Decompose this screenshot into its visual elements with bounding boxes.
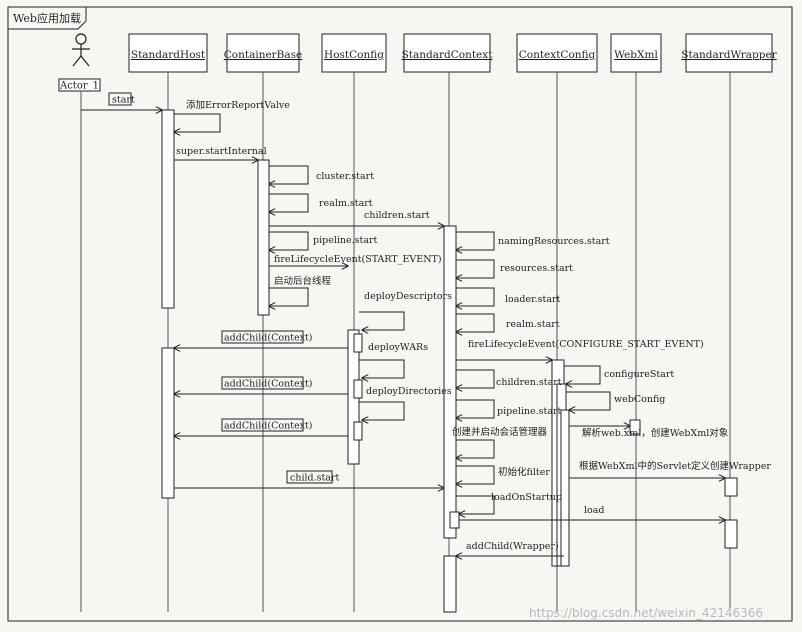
activation-standardwrapper-1 <box>724 477 738 497</box>
message-label-configure-start: configureStart <box>604 369 674 380</box>
message-label-add-errorreportvalve: 添加ErrorReportValve <box>186 100 290 111</box>
actor-label: Actor_1 <box>59 81 99 92</box>
activation-hostconfig-nested-1 <box>353 333 363 353</box>
message-arrow-context-pipeline-start <box>456 399 495 418</box>
message-arrow-add-errorreportvalve <box>174 113 221 132</box>
message-arrow-load-on-startup <box>456 495 495 514</box>
message-label-create-session-manager: 创建并启动会话管理器 <box>452 426 548 438</box>
message-label-children-start: children.start <box>364 210 430 221</box>
participant-standardhost: StandardHost <box>128 33 208 612</box>
actor-figure-icon <box>72 33 90 67</box>
activation-containerbase <box>257 159 270 316</box>
participant-label-standardcontext: StandardContext <box>402 49 494 61</box>
message-label-init-filter: 初始化filter <box>498 466 550 478</box>
message-label-create-wrapper: 根据WebXml中的Servlet定义创建Wrapper <box>579 460 771 472</box>
activation-standardcontext-2 <box>443 555 457 613</box>
message-label-add-child-wrapper: addChild(Wrapper) <box>466 541 559 552</box>
activation-standardcontext-1 <box>443 225 457 539</box>
activation-hostconfig-nested-3 <box>353 421 363 441</box>
message-label-context-realm-start: realm.start <box>506 319 560 330</box>
message-label-context-children-start: children.start <box>496 377 562 388</box>
message-label-context-pipeline-start: pipeline.start <box>497 406 562 417</box>
activation-contextconfig-nested-2 <box>560 409 570 567</box>
message-arrow-deploy-descriptors <box>359 311 405 330</box>
message-label-deploy-directories: deployDirectories <box>366 386 452 397</box>
participant-hostconfig: HostConfig <box>321 33 387 612</box>
message-label-add-child-context-3: addChild(Context) <box>224 421 313 432</box>
message-label-load-on-startup: loadOnStartup <box>491 492 562 503</box>
message-arrow-loader-start <box>456 287 495 306</box>
message-arrow-create-session-manager <box>456 439 495 458</box>
message-arrow-start-background-thread <box>269 287 309 306</box>
message-arrow-cluster-start <box>269 165 309 184</box>
message-label-load: load <box>584 505 605 516</box>
message-label-child-start: child.start <box>290 473 340 484</box>
participant-contextconfig: ContextConfig <box>516 33 598 612</box>
label-box-child-start <box>286 470 333 484</box>
participant-label-standardwrapper: StandardWrapper <box>681 49 777 61</box>
message-arrow-resources-start <box>456 259 495 278</box>
activation-standardcontext-nested <box>449 511 460 529</box>
message-label-start-background-thread: 启动后台线程 <box>274 275 332 287</box>
participant-label-contextconfig: ContextConfig <box>519 49 596 61</box>
message-label-cluster-start: cluster.start <box>316 171 374 182</box>
message-arrow-deploy-directories <box>359 401 405 420</box>
message-label-pipeline-start: pipeline.start <box>313 235 378 246</box>
participant-label-containerbase: ContainerBase <box>224 49 303 61</box>
actor-label-box <box>58 78 101 92</box>
message-label-start: start <box>112 95 135 106</box>
message-arrow-realm-start <box>269 193 309 212</box>
participant-webxml: WebXml <box>610 33 662 612</box>
watermark-text: https://blog.csdn.net/weixin_42146366 <box>529 606 763 620</box>
label-box-add-child-context-2 <box>221 376 304 390</box>
message-label-parse-webxml: 解析web.xml，创建WebXml对象 <box>582 427 729 439</box>
label-box-add-child-context-1 <box>221 330 304 344</box>
message-arrow-context-children-start <box>456 369 495 388</box>
label-box-add-child-context-3 <box>221 418 304 432</box>
message-label-fire-start-event: fireLifecycleEvent(START_EVENT) <box>274 254 442 265</box>
frame-title: Web应用加载 <box>13 11 81 25</box>
message-label-fire-configure-start: fireLifecycleEvent(CONFIGURE_START_EVENT… <box>468 339 704 350</box>
activation-standardhost-2 <box>161 347 175 499</box>
message-label-deploy-wars: deployWARs <box>368 342 428 353</box>
message-arrow-webconfig <box>566 391 611 410</box>
participant-label-hostconfig: HostConfig <box>324 49 384 61</box>
message-label-realm-start: realm.start <box>319 198 373 209</box>
frame-title-tab <box>8 7 87 30</box>
participant-containerbase: ContainerBase <box>224 33 303 612</box>
message-arrow-deploy-wars <box>359 359 405 378</box>
label-box-start <box>108 92 132 106</box>
message-label-add-child-context-1: addChild(Context) <box>224 333 313 344</box>
message-arrow-pipeline-start <box>269 231 309 250</box>
message-label-deploy-descriptors: deployDescriptors <box>364 291 452 302</box>
message-arrow-context-realm-start <box>456 313 495 332</box>
message-arrow-namingresources-start <box>456 231 495 250</box>
message-label-namingresources-start: namingResources.start <box>498 236 610 247</box>
participant-label-webxml: WebXml <box>614 49 658 61</box>
activation-standardwrapper-2 <box>724 519 738 549</box>
message-label-add-child-context-2: addChild(Context) <box>224 379 313 390</box>
message-label-loader-start: loader.start <box>505 294 561 305</box>
activation-hostconfig-nested-2 <box>353 379 363 399</box>
participant-label-standardhost: StandardHost <box>131 49 206 61</box>
message-label-super-startinternal: super.startInternal <box>176 146 267 157</box>
message-label-webconfig: webConfig <box>614 394 665 405</box>
message-arrow-init-filter <box>456 465 495 484</box>
message-label-resources-start: resources.start <box>500 263 573 274</box>
diagram-frame <box>7 6 793 622</box>
message-arrow-configure-start <box>564 365 601 384</box>
activation-standardhost-1 <box>161 109 175 309</box>
